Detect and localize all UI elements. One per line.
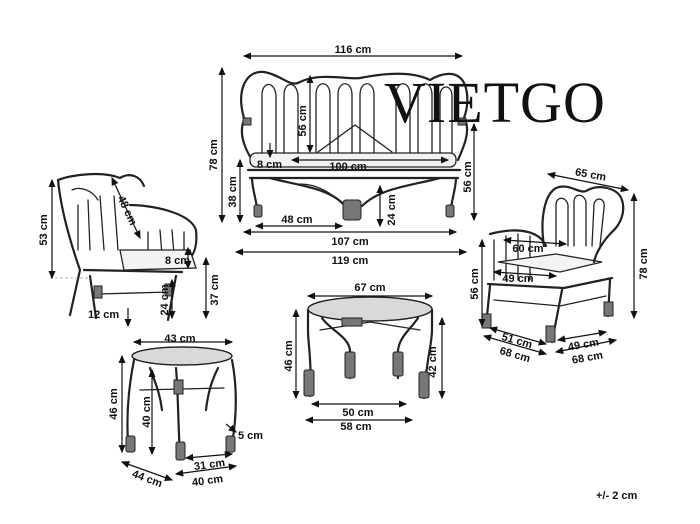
right-chair-width-top-label: 65 cm	[574, 166, 607, 183]
left-chair-drawing	[50, 172, 198, 322]
right-chair-seat-depth-label: 60 cm	[512, 243, 543, 255]
side-table-height-label: 46 cm	[108, 388, 120, 419]
left-chair-cushion-label: 8 cm	[165, 255, 190, 267]
left-chair-height-label: 53 cm	[38, 214, 50, 245]
left-chair-leg-width-label: 12 cm	[88, 309, 119, 321]
sofa-height-total-label: 78 cm	[208, 139, 220, 170]
left-chair-dimensions: 53 cm 48 cm 8 cm 24 cm 37 cm 12 cm	[38, 176, 221, 328]
sofa-cushion-label: 8 cm	[257, 159, 282, 171]
side-table-drawing	[125, 346, 237, 461]
sofa-inner-leg-label: 48 cm	[281, 214, 312, 226]
coffee-table-drawing	[303, 296, 434, 400]
sofa-width-top-label: 116 cm	[335, 44, 372, 56]
side-table-top-label: 43 cm	[164, 333, 195, 345]
right-chair-height-left-label: 56 cm	[469, 268, 481, 299]
coffee-table-inner-width-label: 50 cm	[342, 407, 373, 419]
sofa-seat-height-label: 38 cm	[227, 176, 239, 207]
side-table-leg-label: 5 cm	[238, 430, 263, 442]
coffee-table-outer-width-label: 58 cm	[340, 421, 371, 433]
tolerance-note: +/- 2 cm	[596, 490, 637, 502]
sofa-width-bottom-label: 119 cm	[332, 255, 369, 267]
coffee-table-top-label: 67 cm	[354, 282, 385, 294]
sofa-leg-height-label: 24 cm	[386, 194, 398, 225]
sofa-dimensions: 116 cm 78 cm 56 cm 38 cm 8 cm 100 cm 56 …	[208, 44, 478, 267]
left-chair-total-height-label: 37 cm	[209, 274, 221, 305]
coffee-table-inner-height-label: 42 cm	[427, 346, 439, 377]
coffee-table-dimensions: 67 cm 46 cm 42 cm 50 cm 58 cm	[283, 282, 446, 433]
side-table-width-label: 40 cm	[191, 473, 224, 489]
side-table-dimensions: 43 cm 46 cm 40 cm 5 cm 31 cm 44 cm 40 cm	[108, 333, 263, 490]
left-chair-back-diag-label: 48 cm	[115, 194, 139, 228]
right-chair-seat-width-label: 49 cm	[502, 273, 533, 285]
right-chair-height-total-label: 78 cm	[638, 248, 650, 279]
sofa-side-height-label: 56 cm	[462, 161, 474, 192]
sofa-seat-width-label: 100 cm	[329, 161, 367, 173]
coffee-table-height-label: 46 cm	[283, 340, 295, 371]
right-chair-dimensions: 65 cm 60 cm 49 cm 56 cm 78 cm 51 cm 49 c…	[469, 166, 650, 366]
right-chair-width-label: 68 cm	[571, 349, 604, 366]
right-chair-drawing	[481, 185, 625, 344]
sofa-width-mid-label: 107 cm	[331, 236, 369, 248]
side-table-inner-height-label: 40 cm	[141, 396, 153, 427]
sofa-back-height-label: 56 cm	[297, 105, 309, 136]
left-chair-leg-height-label: 24 cm	[159, 284, 171, 315]
vietgo-watermark: VIETGO	[384, 70, 606, 135]
